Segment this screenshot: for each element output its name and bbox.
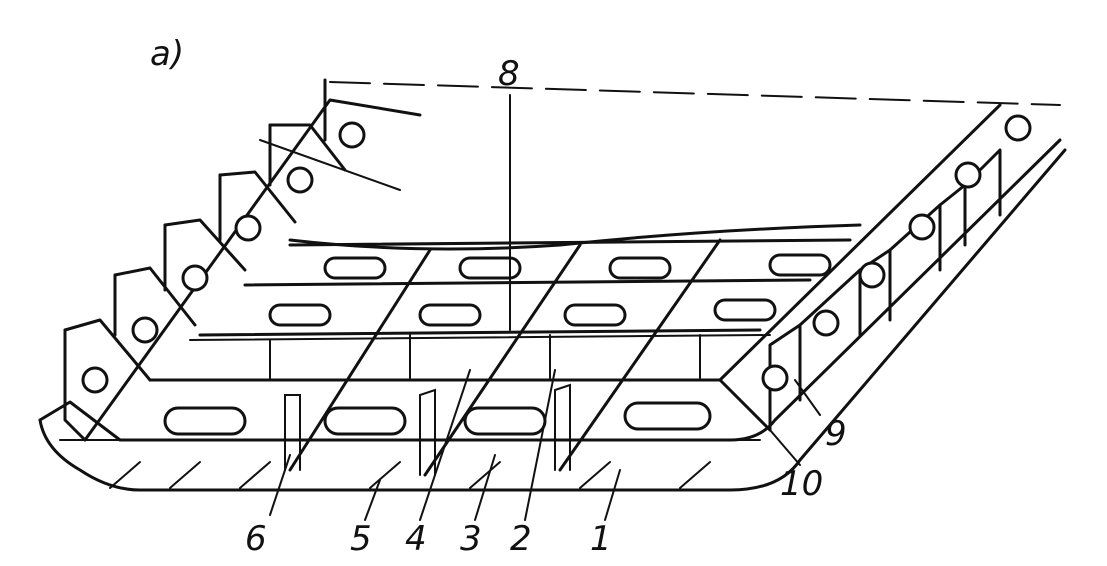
callout-6: 6 xyxy=(245,519,267,559)
callout-8: 8 xyxy=(498,54,520,94)
panel-label: a) xyxy=(150,34,184,74)
callout-1: 1 xyxy=(590,519,612,559)
callout-3: 3 xyxy=(460,519,482,559)
callout-9: 9 xyxy=(825,414,847,454)
shell-hatching xyxy=(109,461,711,489)
floors xyxy=(148,238,852,382)
callout-10: 10 xyxy=(780,464,823,504)
callout-2: 2 xyxy=(510,519,532,559)
left-side-brackets xyxy=(63,78,422,442)
girders xyxy=(269,238,722,477)
right-side-brackets xyxy=(718,103,1032,432)
lightening-holes xyxy=(163,253,832,436)
bottom-shell-plate xyxy=(38,138,1067,492)
top-edge xyxy=(259,81,1061,251)
callout-5: 5 xyxy=(350,519,372,559)
callout-4: 4 xyxy=(405,519,427,559)
leader-lines xyxy=(269,94,821,521)
